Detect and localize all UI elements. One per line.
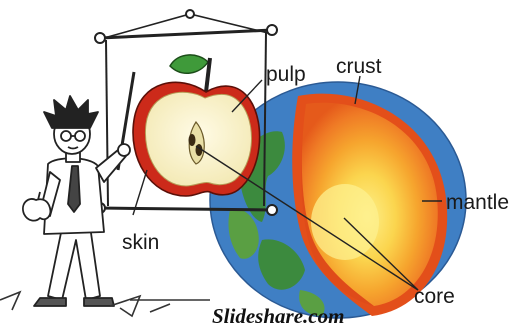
- label-crust: crust: [336, 56, 382, 77]
- label-skin: skin: [122, 232, 159, 253]
- label-pulp: pulp: [266, 64, 306, 85]
- label-core: core: [414, 286, 455, 307]
- teacher-figure: [23, 72, 134, 306]
- label-mantle: mantle: [446, 192, 509, 213]
- watermark: Slideshare.com: [212, 304, 344, 329]
